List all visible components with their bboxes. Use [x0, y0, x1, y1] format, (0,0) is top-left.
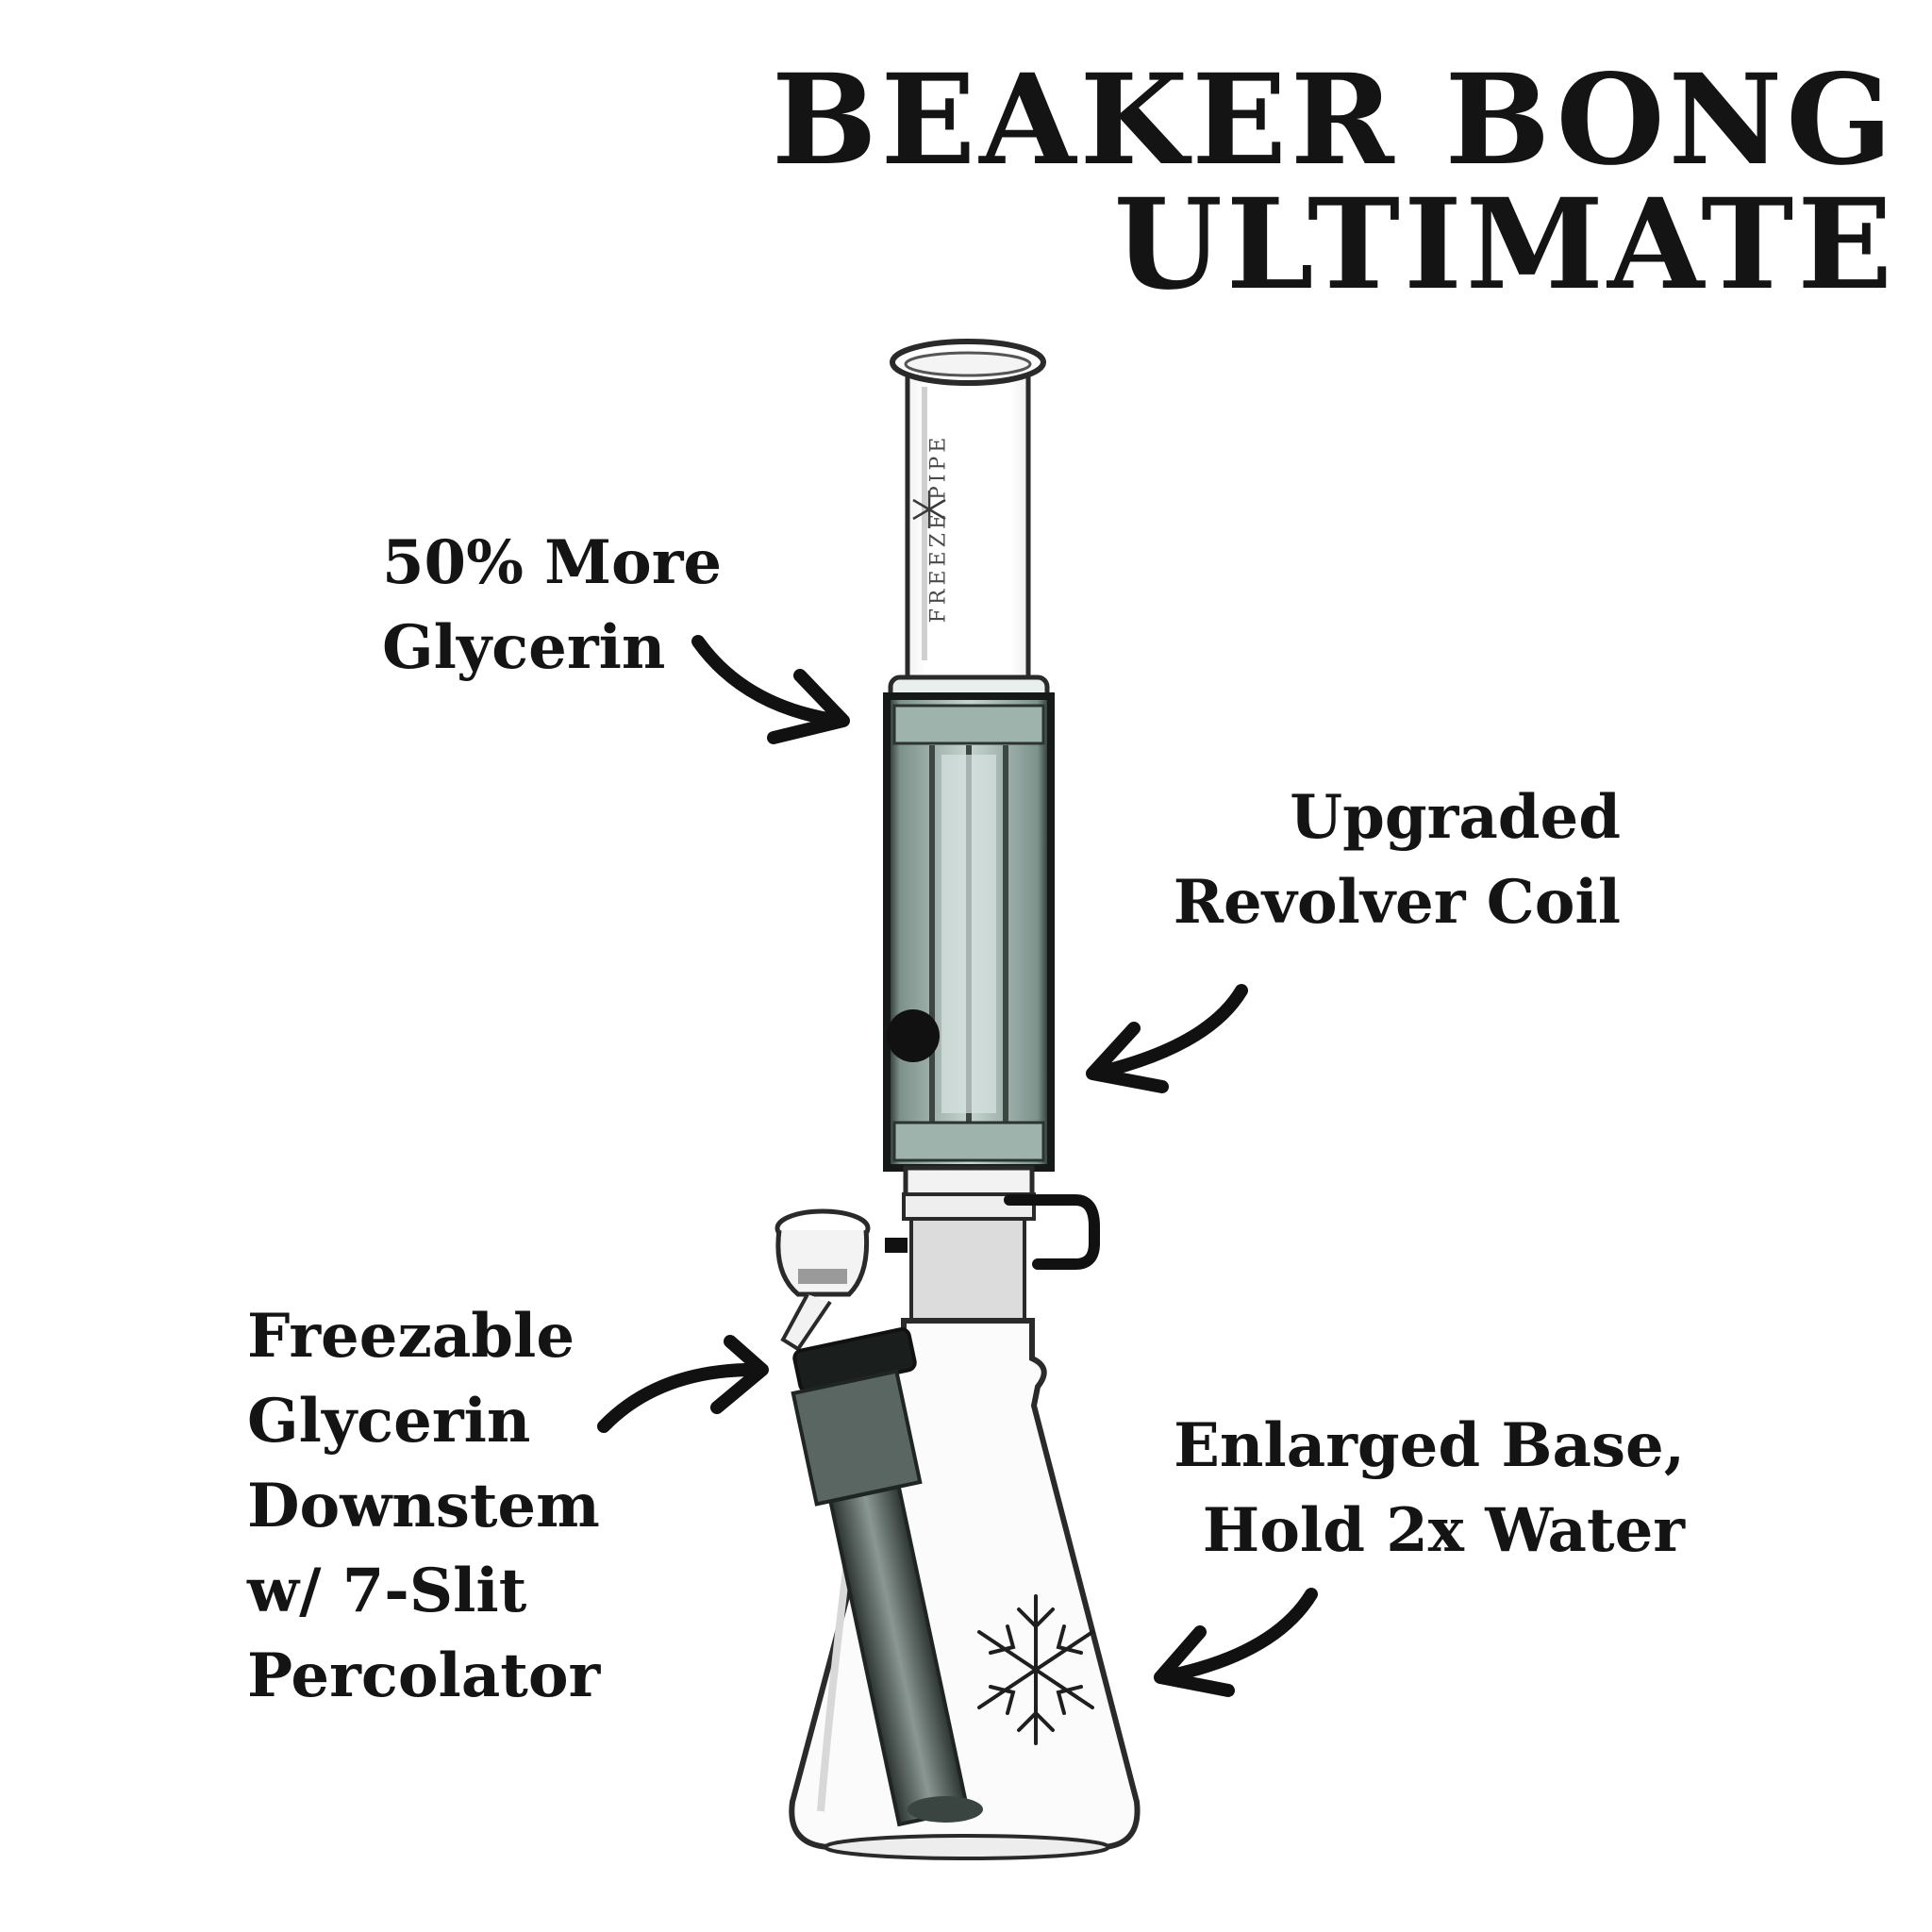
- title-line-1: BEAKER BONG: [772, 47, 1896, 193]
- callout-line: Freezable: [247, 1301, 575, 1372]
- callout-line: Glycerin: [382, 612, 666, 683]
- title-line-2: ULTIMATE: [1113, 172, 1896, 318]
- frosted-joint: [885, 1192, 1100, 1324]
- snowflake-icon: [977, 1594, 1094, 1745]
- glycerin-downstem: [791, 1327, 983, 1827]
- snowflake-icon: [912, 491, 946, 528]
- callout-revolver-coil: Upgraded Revolver Coil: [1174, 775, 1621, 945]
- bowl-piece: [774, 1208, 871, 1352]
- arrow-to-revolver-coil: [1086, 984, 1248, 1093]
- arrow-to-base: [1154, 1588, 1318, 1697]
- callout-line: w/ 7-Slit: [247, 1556, 527, 1626]
- arrow-to-glycerin-chamber: [691, 635, 850, 744]
- glycerin-coil-chamber: [883, 675, 1055, 1199]
- callout-line: Upgraded: [1290, 782, 1621, 853]
- callout-line: Revolver Coil: [1173, 867, 1621, 938]
- product-title: BEAKER BONG ULTIMATE: [772, 58, 1896, 308]
- callout-more-glycerin: 50% More Glycerin: [382, 521, 722, 691]
- callout-downstem: Freezable Glycerin Downstem w/ 7-Slit Pe…: [247, 1294, 600, 1719]
- callout-line: Glycerin: [247, 1386, 531, 1457]
- mouthpiece-tube: [890, 339, 1046, 684]
- brand-text: FREEZE PIPE: [926, 433, 951, 624]
- callout-line: Downstem: [247, 1471, 600, 1541]
- callout-enlarged-base: Enlarged Base, Hold 2x Water: [1174, 1404, 1685, 1574]
- arrow-to-downstem: [597, 1335, 769, 1433]
- callout-line: Hold 2x Water: [1202, 1495, 1685, 1566]
- callout-line: Percolator: [247, 1641, 601, 1711]
- callout-line: Enlarged Base,: [1174, 1410, 1685, 1481]
- callout-line: 50% More: [382, 527, 723, 598]
